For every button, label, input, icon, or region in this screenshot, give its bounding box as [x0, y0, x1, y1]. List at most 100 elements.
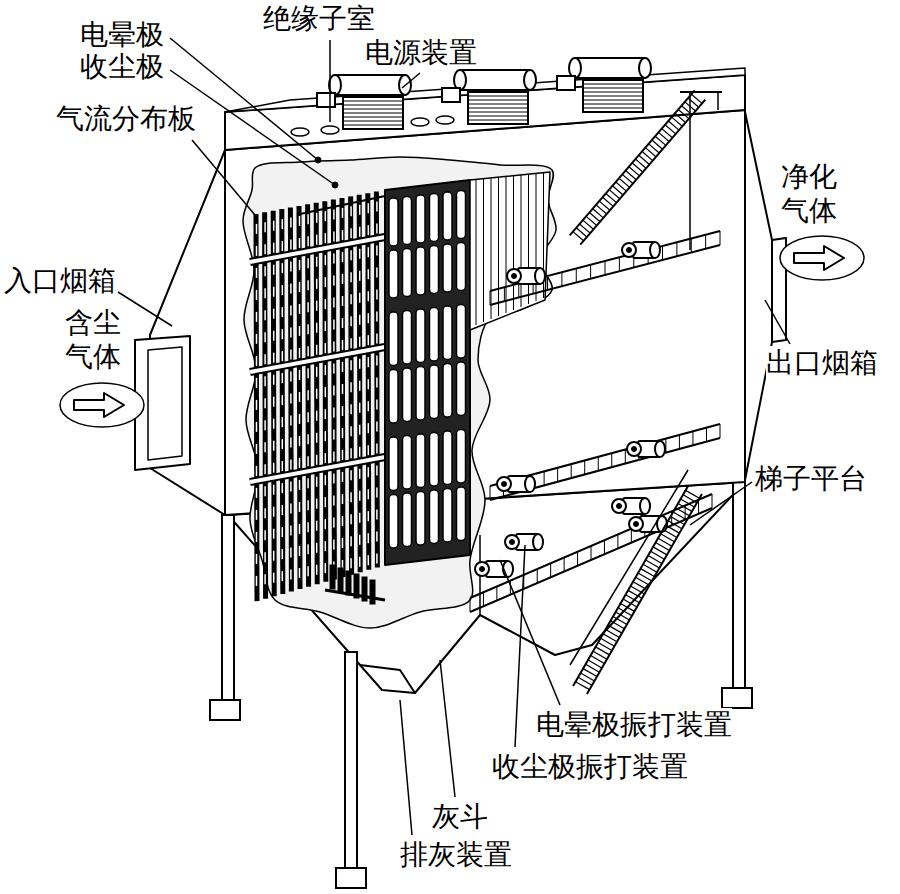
plate-slot [368, 489, 370, 499]
railing-post [561, 272, 562, 286]
transformer-fin [468, 120, 528, 121]
plate-slot [264, 310, 266, 320]
plate-slot [342, 516, 344, 526]
plate-slot [307, 214, 309, 224]
railing-post [692, 431, 693, 445]
plate-slot [264, 530, 266, 540]
terminal-box [557, 76, 575, 90]
plate-slot [403, 436, 412, 490]
plate-slot [350, 206, 352, 216]
plate-slot [333, 276, 335, 286]
railing-post [550, 563, 551, 577]
plate-slot [256, 444, 258, 454]
plate-slot [316, 389, 318, 399]
plate-slot [264, 464, 266, 474]
transformer-fin [343, 125, 403, 126]
platform [470, 508, 712, 612]
plate-slot [273, 507, 275, 517]
collector-plate [333, 200, 334, 580]
plate-slot [368, 291, 370, 301]
motor-hub [512, 274, 517, 279]
leader-line [192, 140, 255, 215]
plate-slot [307, 368, 309, 378]
plate-slot [333, 298, 335, 308]
plate-slot [359, 271, 361, 281]
transformer-fin [583, 84, 643, 85]
plate-slot [256, 466, 258, 476]
plate-slot [299, 546, 301, 556]
plate-slot [299, 436, 301, 446]
railing-post [504, 287, 505, 301]
plate-slot [376, 202, 378, 212]
plate-slot [333, 364, 335, 374]
leg-foot [336, 868, 366, 888]
plate-slot [290, 350, 292, 360]
railing-post [619, 257, 620, 271]
plate-slot [430, 490, 439, 544]
leader-line [118, 292, 172, 326]
plate-slot [299, 524, 301, 534]
plate-slot [290, 218, 292, 228]
plate-slot [282, 373, 284, 383]
plate-slot [325, 321, 327, 331]
plate-slot [368, 247, 370, 257]
plate-slot [457, 191, 466, 239]
railing-post [691, 239, 692, 253]
plate-slot [457, 305, 466, 359]
plate-slot [325, 563, 327, 573]
plate-slot [307, 236, 309, 246]
motor-wheel [627, 442, 641, 456]
railing-post [537, 569, 538, 583]
sheet-line [491, 178, 492, 319]
plate-slot [290, 284, 292, 294]
plate-slot [359, 513, 361, 523]
plate-slot [282, 483, 284, 493]
plate-slot [325, 409, 327, 419]
plate-slot [290, 460, 292, 470]
plate-slot [350, 536, 352, 546]
plate-slot [333, 518, 335, 528]
motor-wheel [622, 243, 636, 257]
sheet-line [506, 177, 507, 313]
top-railing [680, 91, 722, 93]
plate-slot [376, 532, 378, 542]
leader-line [329, 40, 331, 122]
plate-slot [350, 316, 352, 326]
part-label: 电晕极振打装置 [536, 708, 732, 741]
plate-slot [316, 257, 318, 267]
railing-post [557, 468, 558, 482]
sheet-line [521, 175, 522, 307]
support-leg [222, 515, 234, 702]
label-box: 排灰装置 [400, 838, 512, 872]
label-box: 气流分布板 [56, 102, 196, 136]
plate-slot [256, 378, 258, 388]
plate-slot [342, 472, 344, 482]
motor-hub [632, 447, 637, 452]
plate-slot [256, 290, 258, 300]
plate-slot [316, 521, 318, 531]
railing-post [591, 546, 592, 560]
plate-slot [342, 318, 344, 328]
plate-slot [264, 332, 266, 342]
discharge-weight [346, 571, 351, 595]
plate-slot [376, 466, 378, 476]
plate-slot [430, 433, 439, 487]
plate-slot [350, 404, 352, 414]
plate-slot [273, 331, 275, 341]
leader-line [400, 700, 412, 835]
inlet-opening [148, 347, 182, 460]
plate-slot [264, 442, 266, 452]
plate-slot [299, 370, 301, 380]
plate-slot [359, 469, 361, 479]
collector-plate [273, 211, 274, 597]
railing-post [564, 558, 565, 572]
part-label: 梯子平台 [755, 462, 867, 495]
railing-post [706, 428, 707, 442]
transformer-fin [583, 104, 643, 105]
plate-slot [325, 211, 327, 221]
plate-slot [350, 360, 352, 370]
transformer-fin [583, 88, 643, 89]
motor-hub [617, 504, 622, 509]
plate-slot [342, 428, 344, 438]
electrode-sheet [470, 172, 550, 330]
